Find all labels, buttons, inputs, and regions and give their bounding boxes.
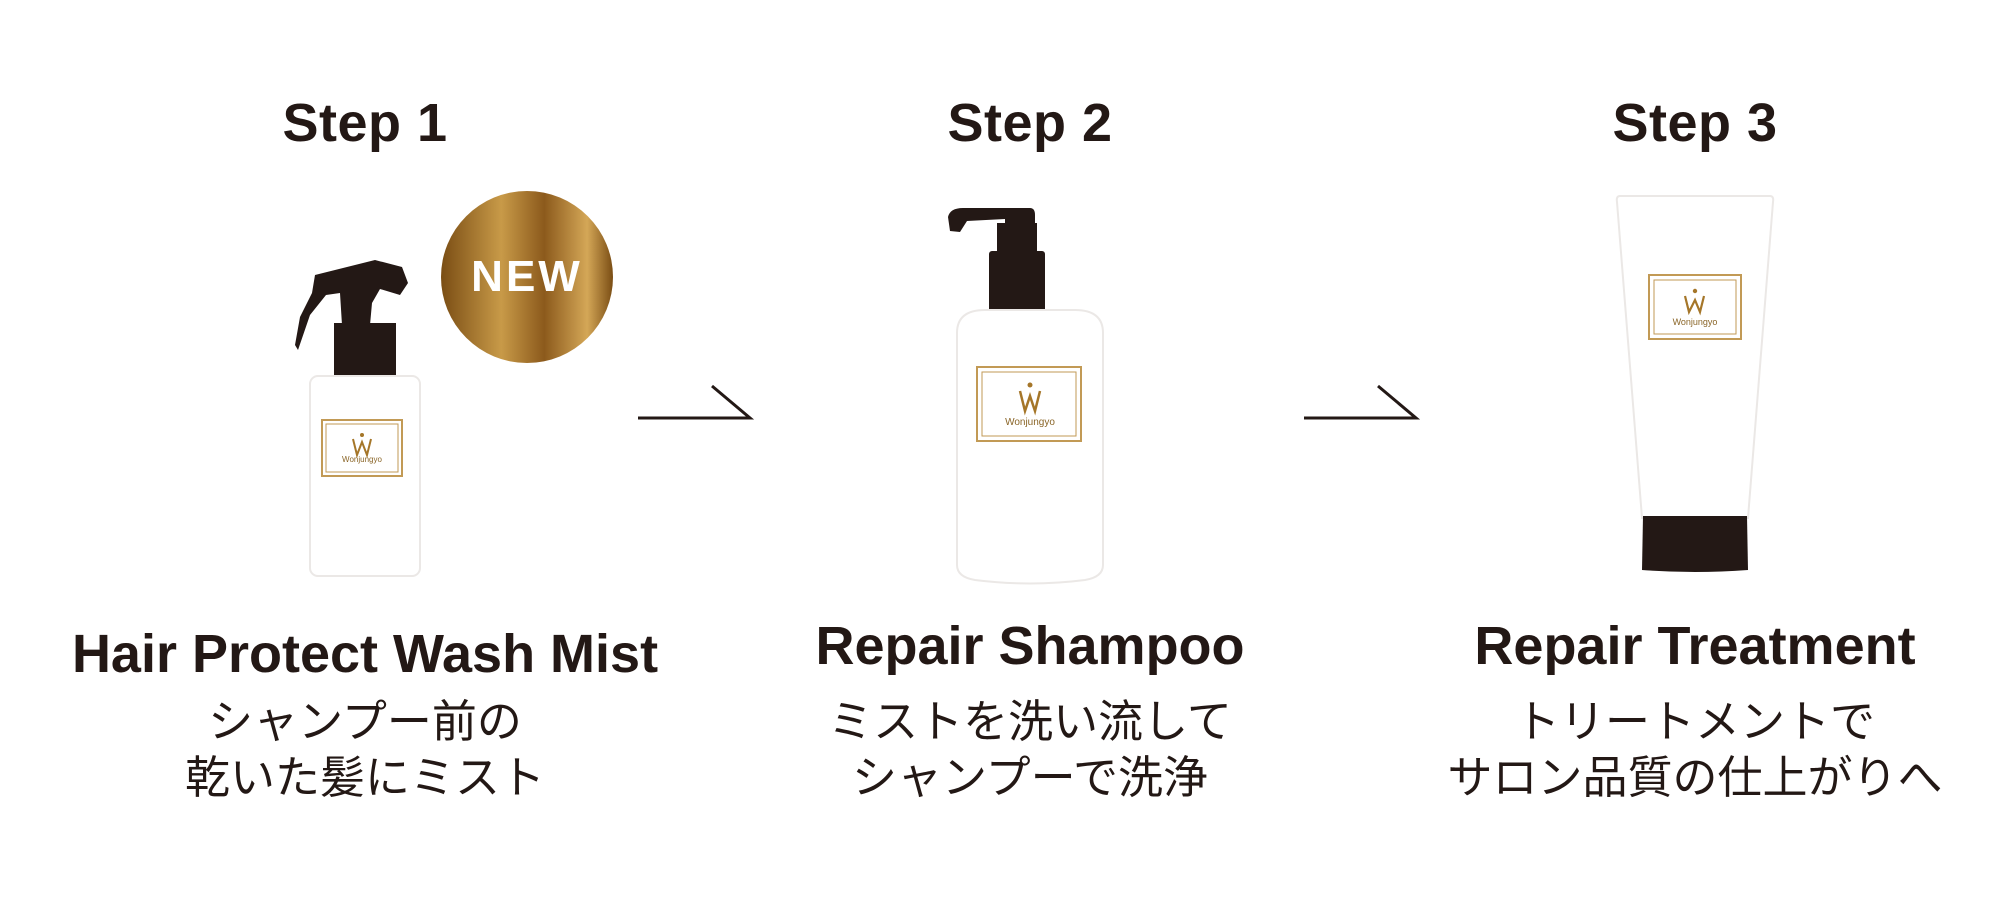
step-3-title: Step 3 xyxy=(1612,93,1778,153)
step-1-description: シャンプー前の 乾いた髪にミスト xyxy=(0,694,730,806)
step-3: Step 3 Wonjungyo Repair Treatment トリートメン… xyxy=(1420,0,1970,900)
step-2-desc-line-2: シャンプーで洗浄 xyxy=(852,751,1208,804)
shampoo-pump-bottle xyxy=(948,208,1104,585)
new-badge-circle xyxy=(441,191,613,363)
wash-mist-brand-label: Wonjungyo xyxy=(342,455,382,464)
step-3-desc-line-1: トリートメントで xyxy=(1514,695,1875,748)
new-badge-label: NEW xyxy=(471,252,583,301)
step-2-title: Step 2 xyxy=(947,93,1113,153)
step-1-title: Step 1 xyxy=(282,93,448,153)
step-1-product-name: Hair Protect Wash Mist xyxy=(71,624,659,684)
step-3-product-name: Repair Treatment xyxy=(1474,616,1916,676)
treatment-brand-label: Wonjungyo xyxy=(1672,317,1718,327)
treatment-tube xyxy=(1615,195,1775,572)
step-1: Step 1 Wonjungyo NEW Hair Protect Wash xyxy=(0,0,730,900)
arrow-step1-to-step2 xyxy=(638,384,755,420)
step-1-desc-line-2: 乾いた髪にミスト xyxy=(184,751,545,804)
shampoo-brand-label: Wonjungyo xyxy=(1005,417,1055,428)
wash-mist-spray-bottle xyxy=(295,260,421,577)
step-2-desc-line-1: ミストを洗い流して xyxy=(828,695,1232,748)
arrow-step2-to-step3 xyxy=(1304,384,1421,420)
step-2-description: ミストを洗い流して シャンプーで洗浄 xyxy=(760,694,1300,806)
step-3-description: トリートメントで サロン品質の仕上がりへ xyxy=(1420,694,1970,806)
step-2-product-name: Repair Shampoo xyxy=(815,616,1245,676)
step-2: Step 2 Wonjungyo Repair Shampoo ミストを洗い流し… xyxy=(760,0,1300,900)
step-3-desc-line-2: サロン品質の仕上がりへ xyxy=(1447,751,1943,804)
step-1-desc-line-1: シャンプー前の xyxy=(208,695,522,748)
